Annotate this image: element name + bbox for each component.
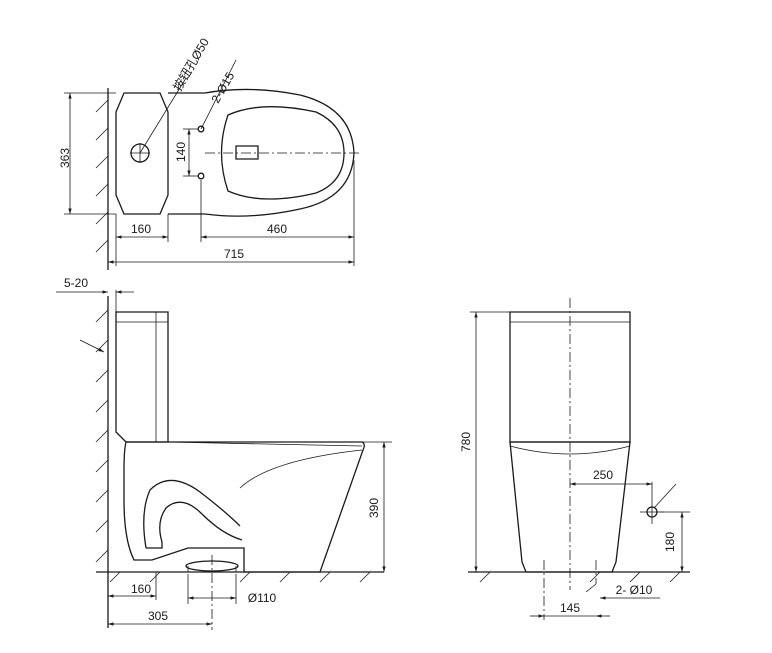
dim-bowl-length: 460: [267, 222, 287, 236]
front-view: 780 250 180 145 2- Ø10: [459, 298, 690, 620]
dim-seat-height: 390: [367, 498, 381, 518]
dim-total-height: 780: [459, 432, 473, 452]
dim-water-inlet-height: 180: [663, 532, 677, 552]
dim-fix-spacing: 145: [560, 601, 580, 615]
wall-hatch-side: [95, 309, 109, 563]
wall-hatch-top: [95, 99, 109, 253]
dim-depth-top: 363: [58, 148, 72, 168]
floor-hatch-front: [479, 571, 681, 583]
side-view: 5-20 390 160 305 Ø110: [56, 276, 392, 630]
trapway-outline: [143, 479, 243, 549]
dim-mount-spacing: 140: [174, 142, 188, 162]
mount-hole-icon: [197, 172, 205, 180]
bowl-side-outline: [123, 441, 365, 573]
top-view: 363 140 160 460 715 按钮孔Ø50 2-Ø15: [58, 35, 362, 270]
dim-tank-depth: 160: [131, 222, 151, 236]
dim-water-inlet-offset: 250: [593, 468, 613, 482]
dim-wall-gap: 5-20: [64, 276, 88, 290]
label-mount-holes: 2-Ø15: [208, 69, 237, 105]
dim-outlet-diameter: Ø110: [248, 591, 277, 605]
label-button-hole: 按钮孔Ø50: [170, 35, 212, 94]
floor-hatch-side: [109, 571, 371, 583]
mount-hole-icon: [197, 125, 205, 133]
tank-side-outline: [115, 311, 169, 443]
dim-outlet-from-wall: 305: [148, 609, 168, 623]
body-front-outline: [509, 441, 631, 573]
bowl-inner-outline: [220, 106, 345, 200]
dim-fix-holes: 2- Ø10: [616, 583, 653, 597]
tank-top-outline: [115, 92, 169, 215]
flush-outlet: [235, 145, 259, 160]
dim-outlet-from-tank: 160: [131, 582, 151, 596]
dim-total-length: 715: [224, 247, 244, 261]
